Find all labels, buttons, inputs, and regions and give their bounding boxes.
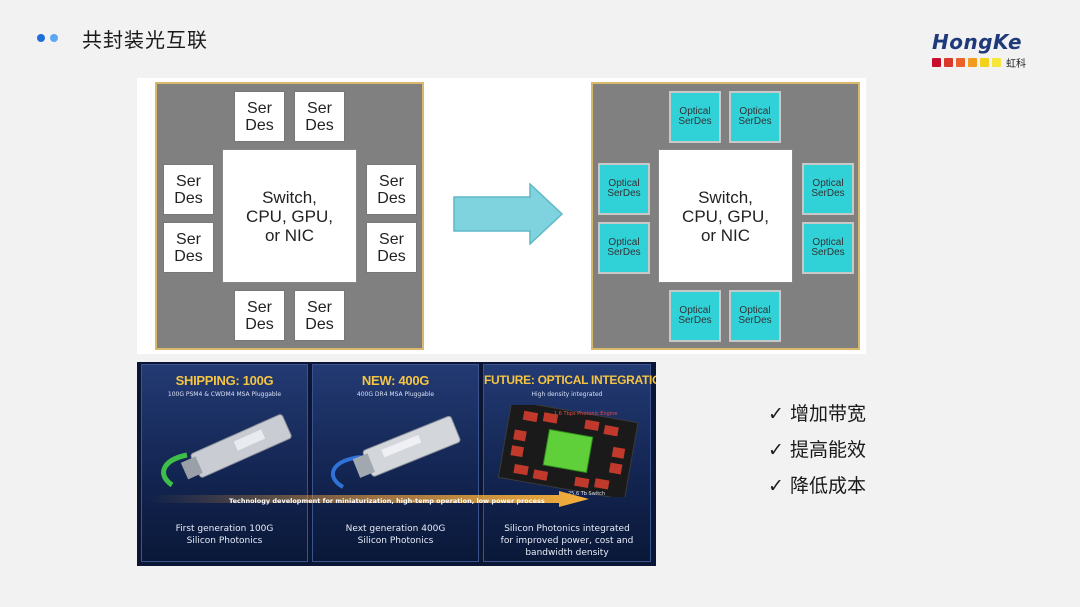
right-core-chip: Switch, CPU, GPU, or NIC (658, 149, 793, 283)
switch-label: 25.6 Tb Switch (568, 491, 605, 497)
benefit-item: ✓ 增加带宽 (768, 396, 866, 432)
silicon-photonics-roadmap: SHIPPING: 100G 100G PSM4 & CWDM4 MSA Plu… (137, 362, 656, 566)
benefits-list: ✓ 增加带宽 ✓ 提高能效 ✓ 降低成本 (768, 396, 866, 504)
logo-brand: HongKe (932, 30, 1023, 54)
benefit-text: 提高能效 (789, 439, 866, 461)
panel-400g-caption: Next generation 400G Silicon Photonics (345, 524, 446, 546)
serdes-left-2: Ser Des (163, 222, 214, 273)
serdes-right-2: Ser Des (366, 222, 417, 273)
optical-serdes-bottom-2: Optical SerDes (729, 290, 781, 342)
logo-color-bar: 虹科 (932, 55, 1042, 70)
optical-serdes-bottom-1: Optical SerDes (669, 290, 721, 342)
panel-100g-title: SHIPPING: 100G (175, 373, 274, 388)
page-title: 共封装光互联 (82, 28, 208, 52)
optical-serdes-left-1: Optical SerDes (598, 163, 650, 215)
photonic-engine-label: 1.6 Tbps Photonic Engine (554, 411, 617, 417)
co-packaged-switch-image: 1.6 Tbps Photonic Engine 25.6 Tb Switch (497, 405, 639, 497)
serdes-left-1: Ser Des (163, 164, 214, 215)
transceiver-100g-image (161, 414, 292, 488)
panel-100g: SHIPPING: 100G 100G PSM4 & CWDM4 MSA Plu… (141, 364, 308, 562)
logo-brand-cn: 虹科 (1006, 59, 1026, 70)
serdes-right-1: Ser Des (366, 164, 417, 215)
serdes-top-1: Ser Des (234, 91, 285, 142)
optical-serdes-top-1: Optical SerDes (669, 91, 721, 143)
left-core-chip: Switch, CPU, GPU, or NIC (222, 149, 357, 283)
panel-100g-subtitle: 100G PSM4 & CWDM4 MSA Pluggable (167, 391, 282, 398)
panel-400g-subtitle: 400G DR4 MSA Pluggable (356, 391, 435, 398)
benefit-item: ✓ 降低成本 (768, 468, 866, 504)
optical-serdes-right-1: Optical SerDes (802, 163, 854, 215)
optical-serdes-right-2: Optical SerDes (802, 222, 854, 274)
benefit-text: 降低成本 (789, 475, 866, 497)
panel-future-title: FUTURE: OPTICAL INTEGRATION (484, 373, 656, 387)
check-icon: ✓ (768, 475, 784, 497)
serdes-top-2: Ser Des (294, 91, 345, 142)
transceiver-400g-image (331, 415, 461, 489)
check-icon: ✓ (768, 403, 784, 425)
panel-400g: NEW: 400G 400G DR4 MSA Pluggable Next ge… (312, 364, 479, 562)
hongke-logo: HongKe 虹科 (932, 31, 1042, 70)
tech-development-arrow (149, 491, 589, 507)
check-icon: ✓ (768, 439, 784, 461)
transition-arrow (453, 183, 564, 245)
serdes-bottom-1: Ser Des (234, 290, 285, 341)
serdes-bottom-2: Ser Des (294, 290, 345, 341)
benefit-text: 增加带宽 (789, 403, 866, 425)
panel-future-subtitle: High density integrated (531, 391, 603, 398)
benefit-item: ✓ 提高能效 (768, 432, 866, 468)
optical-serdes-top-2: Optical SerDes (729, 91, 781, 143)
panel-400g-title: NEW: 400G (361, 373, 430, 388)
title-dot-2 (50, 34, 58, 42)
title-dot-1 (37, 34, 45, 42)
tech-development-text: Technology development for miniaturizati… (229, 497, 545, 505)
panel-optical-integration: FUTURE: OPTICAL INTEGRATION High density… (483, 364, 656, 562)
panel-100g-caption: First generation 100G Silicon Photonics (175, 524, 274, 546)
panel-future-caption: Silicon Photonics integrated for improve… (500, 524, 634, 558)
optical-serdes-left-2: Optical SerDes (598, 222, 650, 274)
